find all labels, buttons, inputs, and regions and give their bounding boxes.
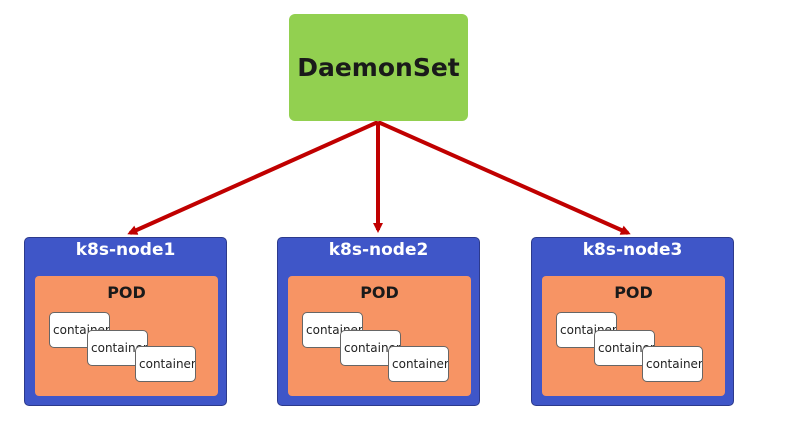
node-box-2: k8s-node2 POD container container contai… xyxy=(277,237,480,406)
pod-box: POD container container container xyxy=(542,276,725,396)
node-box-3: k8s-node3 POD container container contai… xyxy=(531,237,734,406)
pod-label: POD xyxy=(360,283,399,302)
container-box: container xyxy=(135,346,196,382)
daemonset-box: DaemonSet xyxy=(289,14,468,121)
pod-box: POD container container container xyxy=(288,276,471,396)
pod-box: POD container container container xyxy=(35,276,218,396)
node-label: k8s-node2 xyxy=(328,240,429,260)
container-box: container xyxy=(388,346,449,382)
node-label: k8s-node1 xyxy=(75,240,176,260)
node-label: k8s-node3 xyxy=(582,240,683,260)
arrow-to-node3 xyxy=(377,120,631,235)
container-box: container xyxy=(642,346,703,382)
arrow-to-node1 xyxy=(127,120,379,235)
node-box-1: k8s-node1 POD container container contai… xyxy=(24,237,227,406)
pod-label: POD xyxy=(614,283,653,302)
daemonset-label: DaemonSet xyxy=(297,53,460,82)
pod-label: POD xyxy=(107,283,146,302)
